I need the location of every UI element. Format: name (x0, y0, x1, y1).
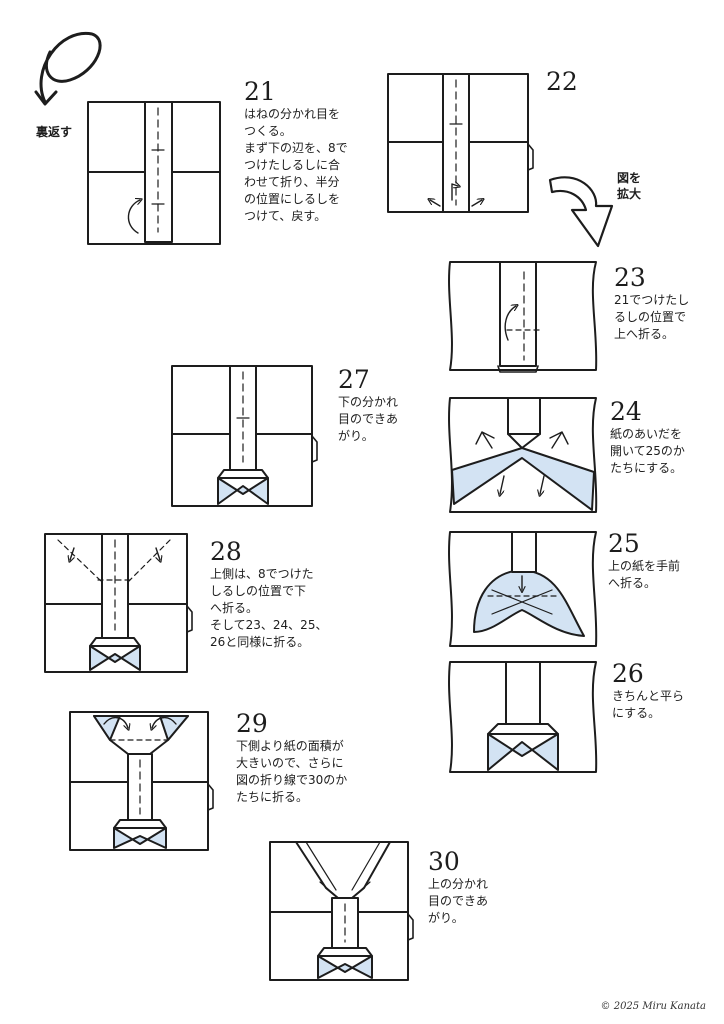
step-number: 30 (428, 847, 460, 876)
step-number: 22 (546, 67, 578, 96)
step-23: 23 21でつけたし るしの位置で 上へ折る。 (614, 264, 689, 343)
step-23-figure (448, 261, 598, 373)
step-text: 上の分かれ 目のできあ がり。 (428, 877, 489, 925)
step-25: 25 上の紙を手前 へ折る。 (608, 530, 680, 592)
step-26: 26 きちんと平ら にする。 (612, 660, 684, 722)
step-24: 24 紙のあいだを 開いて25のか たちにする。 (610, 398, 685, 477)
step-text: はねの分かれ目を つくる。 まず下の辺を、8で つけたしるしに合 わせて折り、半… (244, 107, 348, 223)
step-number: 26 (612, 659, 644, 688)
copyright: © 2025 Miru Kanata (600, 1001, 706, 1012)
step-text: 上側は、8でつけた しるしの位置で下 へ折る。 そして23、24、25、 26と… (210, 567, 328, 649)
step-25-figure (448, 531, 598, 647)
step-27-figure (171, 365, 318, 507)
step-text: きちんと平ら にする。 (612, 689, 685, 720)
zoom-label: 図を 拡大 (617, 171, 642, 201)
step-22: 22 (546, 68, 578, 96)
step-21-figure (87, 101, 221, 245)
step-29-figure (69, 711, 214, 851)
step-29: 29 下側より紙の面積が 大きいので、さらに 図の折り線で30のか たちに折る。 (236, 710, 347, 806)
flip-label: 裏返す (36, 125, 73, 139)
step-text: 上の紙を手前 へ折る。 (608, 559, 681, 590)
step-21: 21 はねの分かれ目を つくる。 まず下の辺を、8で つけたしるしに合 わせて折… (244, 78, 348, 225)
step-number: 24 (610, 397, 642, 426)
step-28: 28 上側は、8でつけた しるしの位置で下 へ折る。 そして23、24、25、 … (210, 538, 327, 651)
zoom-arrow-icon (548, 176, 614, 248)
step-30: 30 上の分かれ 目のできあ がり。 (428, 848, 488, 927)
step-number: 27 (338, 365, 370, 394)
step-26-figure (448, 661, 598, 773)
step-28-figure (44, 533, 193, 673)
step-text: 紙のあいだを 開いて25のか たちにする。 (610, 427, 685, 475)
step-number: 29 (236, 709, 268, 738)
step-number: 21 (244, 77, 276, 106)
step-number: 23 (614, 263, 646, 292)
step-24-figure (448, 397, 598, 513)
step-text: 下の分かれ 目のできあ がり。 (338, 395, 399, 443)
step-30-figure (269, 841, 414, 981)
flip-arrow-icon (34, 32, 102, 106)
step-22-figure (387, 73, 534, 213)
step-text: 下側より紙の面積が 大きいので、さらに 図の折り線で30のか たちに折る。 (236, 739, 348, 804)
step-number: 28 (210, 537, 242, 566)
step-27: 27 下の分かれ 目のできあ がり。 (338, 366, 398, 445)
step-number: 25 (608, 529, 640, 558)
step-text: 21でつけたし るしの位置で 上へ折る。 (614, 293, 690, 341)
